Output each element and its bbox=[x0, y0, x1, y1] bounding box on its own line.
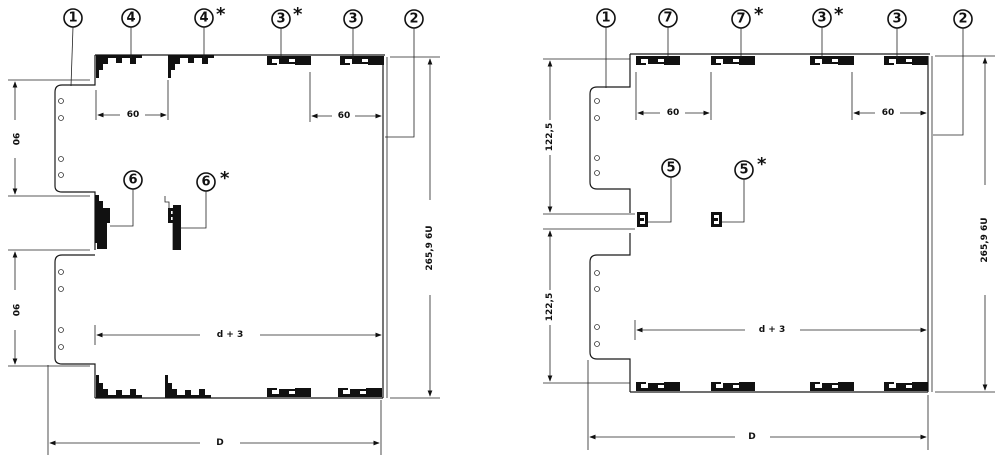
callout-2: 2 bbox=[404, 9, 424, 29]
svg-text:*: * bbox=[757, 154, 767, 175]
left-panel: 60 60 90 90 265,9 6U d + 3 D 1 4 4* 3* 3… bbox=[8, 4, 440, 455]
svg-text:3: 3 bbox=[348, 12, 357, 27]
callout-5-star: 5* bbox=[734, 154, 767, 180]
svg-text:3: 3 bbox=[817, 11, 826, 26]
right-panel: 60 60 122,5 122,5 265,9 6U d + 3 D 1 7 7… bbox=[543, 4, 995, 450]
svg-text:*: * bbox=[834, 4, 844, 25]
dimension-lines bbox=[543, 55, 995, 450]
mounting-holes bbox=[594, 98, 600, 347]
dim-height: 265,9 6U bbox=[980, 217, 990, 262]
callout-2: 2 bbox=[953, 9, 973, 29]
callout-3: 3 bbox=[343, 9, 363, 29]
callout-3-star: 3* bbox=[812, 4, 844, 28]
rail-profiles bbox=[95, 55, 384, 398]
callout-6: 6 bbox=[123, 170, 143, 190]
callout-4-star: 4* bbox=[194, 4, 226, 28]
svg-text:7: 7 bbox=[663, 11, 672, 26]
side-panel-outline bbox=[54, 54, 385, 399]
svg-text:*: * bbox=[754, 4, 764, 25]
svg-text:5: 5 bbox=[739, 163, 748, 178]
svg-text:5: 5 bbox=[666, 161, 675, 176]
svg-text:2: 2 bbox=[958, 12, 967, 27]
dim-upper-height: 90 bbox=[10, 133, 20, 146]
dim-inner-depth: d + 3 bbox=[759, 325, 786, 335]
leader-lines bbox=[70, 26, 415, 229]
callout-4: 4 bbox=[121, 8, 141, 28]
dim-pitch-top: 60 bbox=[667, 108, 680, 118]
dim-pitch-right: 60 bbox=[338, 111, 351, 121]
dim-lower-height: 90 bbox=[10, 304, 20, 317]
side-panel-outline bbox=[589, 53, 930, 393]
callout-7: 7 bbox=[658, 8, 678, 28]
callout-1: 1 bbox=[63, 8, 83, 28]
svg-text:2: 2 bbox=[409, 12, 418, 27]
svg-text:4: 4 bbox=[199, 11, 208, 26]
svg-text:*: * bbox=[216, 4, 226, 25]
dim-upper-height: 122,5 bbox=[545, 123, 555, 151]
svg-text:1: 1 bbox=[68, 11, 77, 26]
svg-text:6: 6 bbox=[201, 175, 210, 190]
rail-profiles bbox=[636, 56, 928, 391]
svg-text:*: * bbox=[293, 4, 303, 25]
callout-7-star: 7* bbox=[731, 4, 764, 29]
svg-text:7: 7 bbox=[736, 12, 745, 27]
dim-pitch-top: 60 bbox=[127, 110, 140, 120]
callout-1: 1 bbox=[596, 8, 616, 28]
svg-text:3: 3 bbox=[892, 12, 901, 27]
callout-5: 5 bbox=[661, 158, 681, 178]
dimension-lines bbox=[8, 56, 440, 455]
svg-text:6: 6 bbox=[128, 173, 137, 188]
dim-depth: D bbox=[216, 438, 223, 448]
svg-text:3: 3 bbox=[276, 12, 285, 27]
callout-3: 3 bbox=[887, 9, 907, 29]
callout-6-star: 6* bbox=[196, 168, 230, 192]
mounting-holes bbox=[58, 98, 64, 350]
svg-text:4: 4 bbox=[126, 11, 135, 26]
dim-inner-depth: d + 3 bbox=[217, 330, 244, 340]
dim-height: 265,9 6U bbox=[425, 225, 435, 270]
dim-pitch-right: 60 bbox=[882, 108, 895, 118]
leader-lines bbox=[605, 27, 964, 223]
dim-lower-height: 122,5 bbox=[545, 293, 555, 321]
dim-depth: D bbox=[748, 432, 755, 442]
svg-text:1: 1 bbox=[601, 11, 610, 26]
callout-3-star: 3* bbox=[271, 4, 303, 29]
svg-text:*: * bbox=[220, 168, 230, 189]
